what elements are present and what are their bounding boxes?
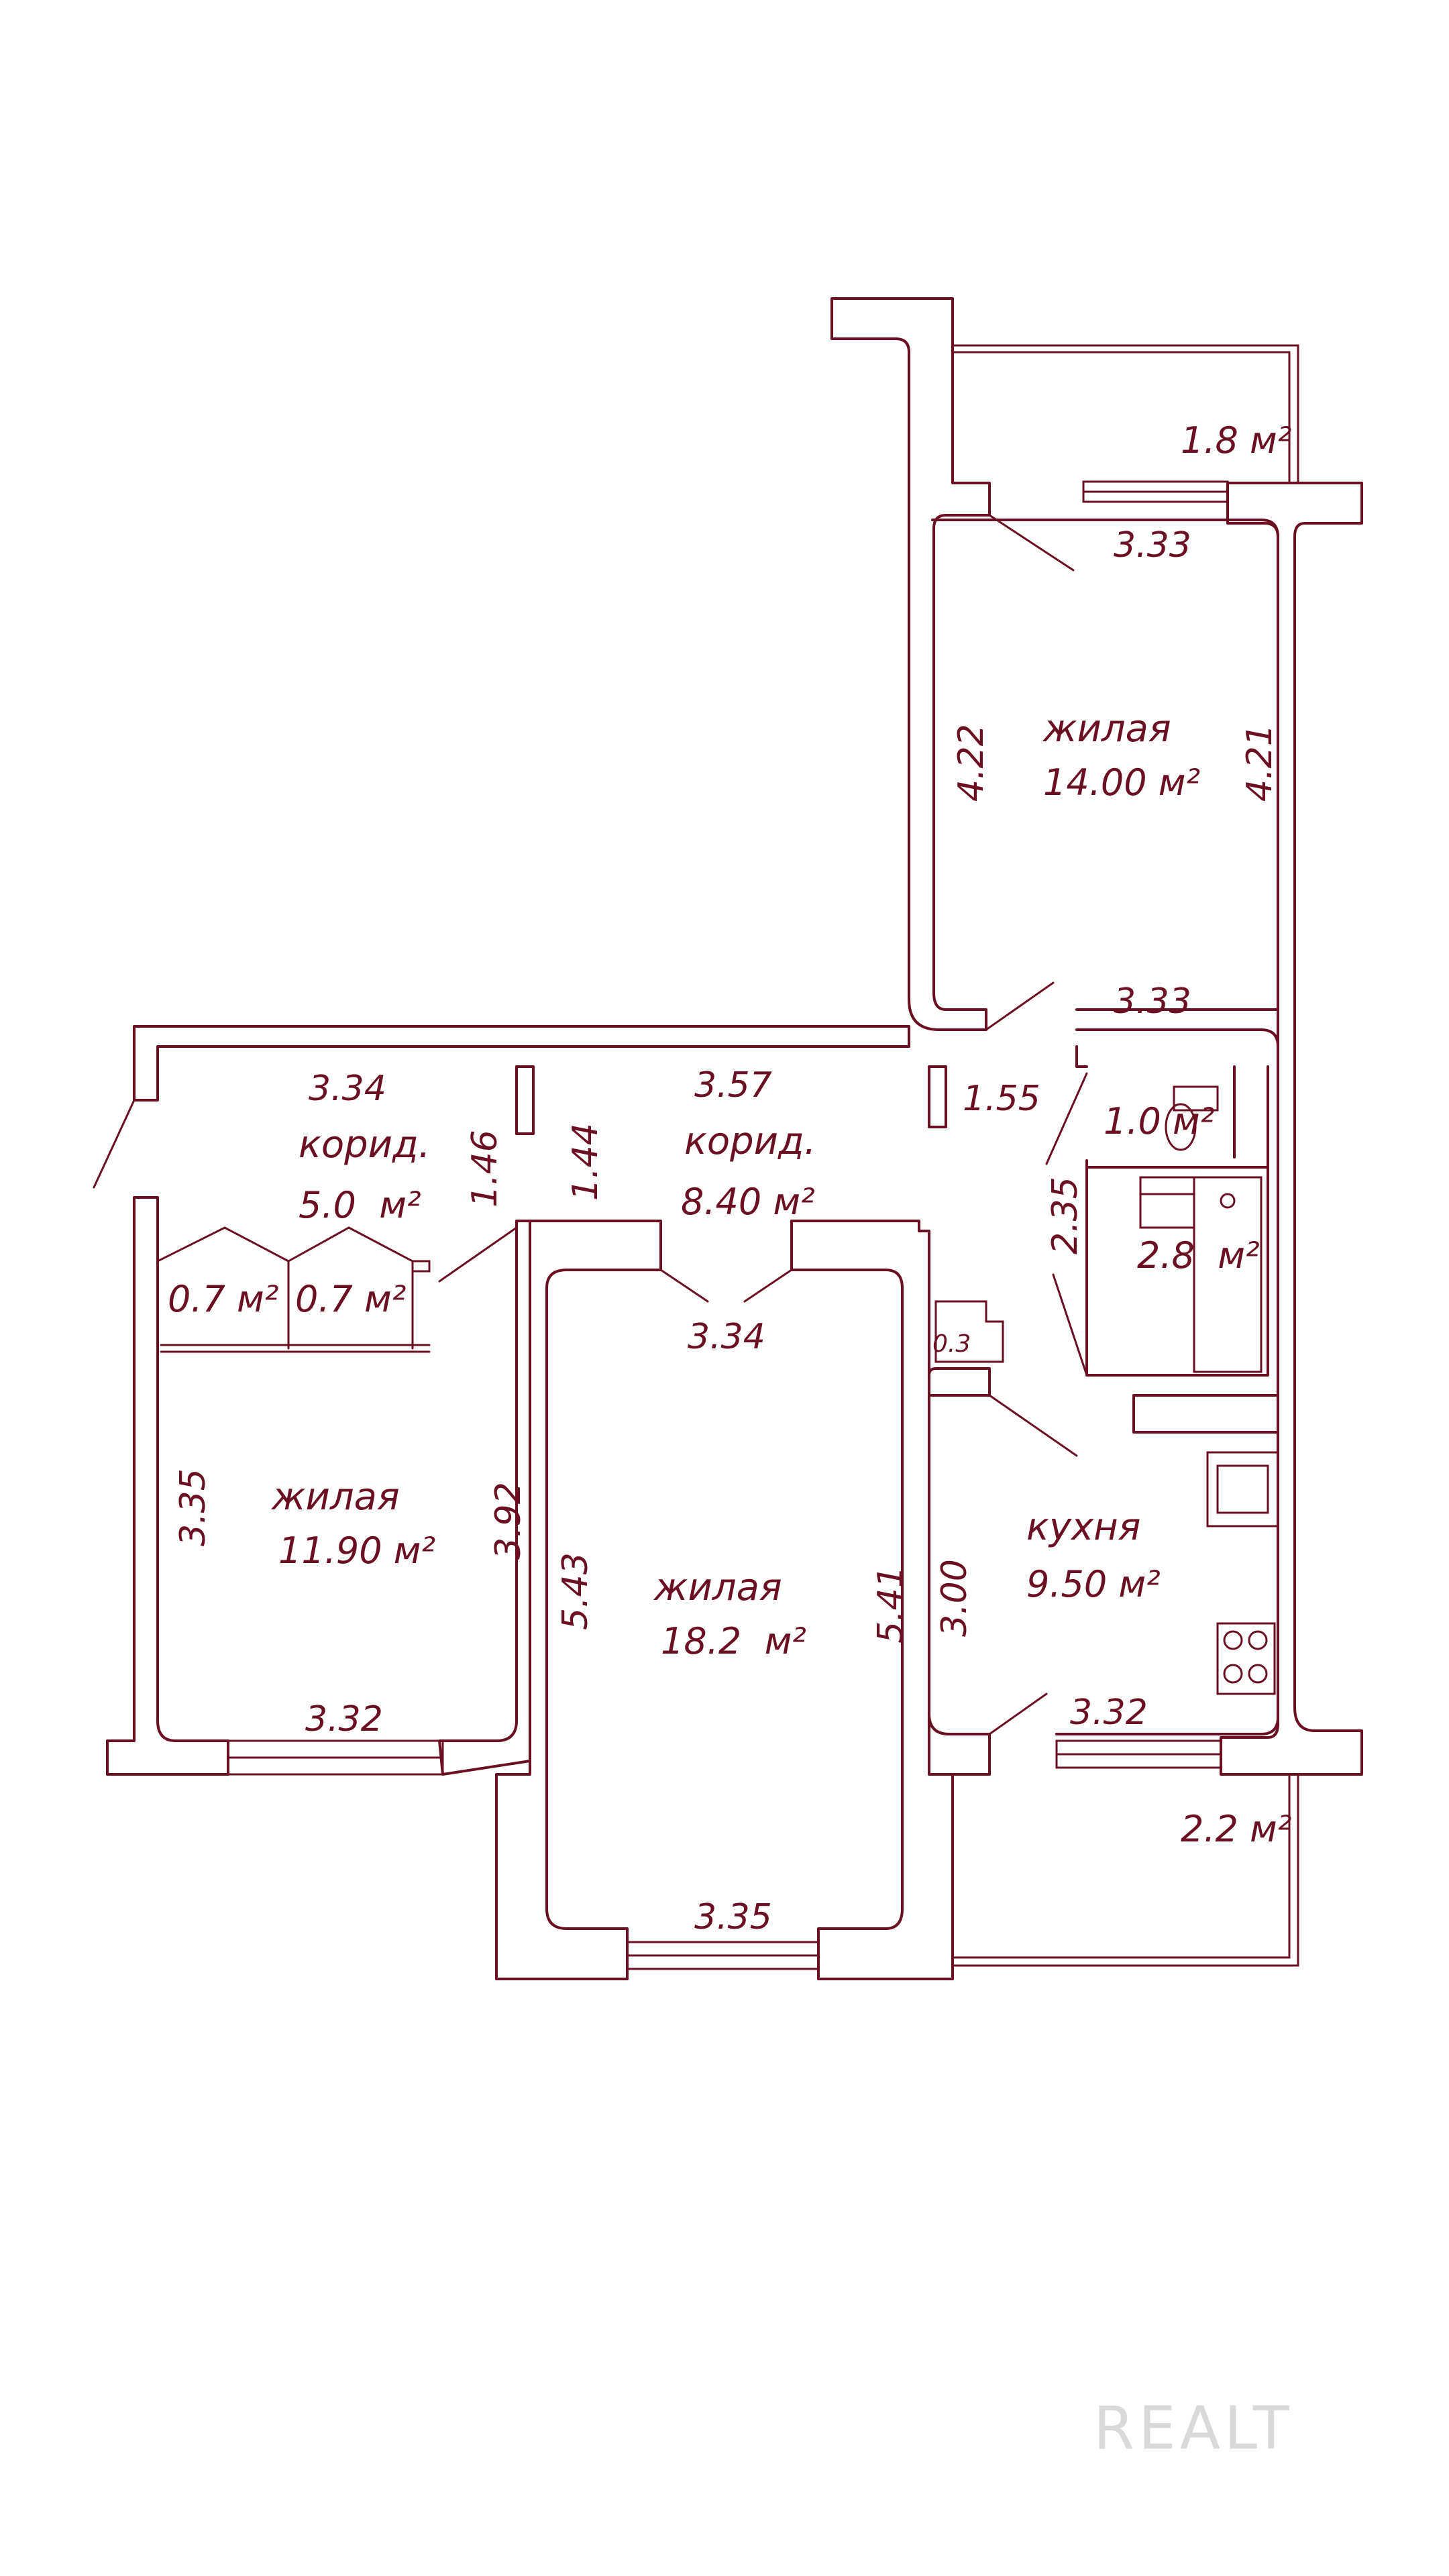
corridor-left-area: 5.0 м² (299, 1184, 421, 1226)
corridor-left-dim-side: 1.46 (465, 1130, 505, 1208)
labels: 1.8 м² 3.33 жилая 14.00 м² 4.22 4.21 3.3… (168, 419, 1291, 1937)
door-kitchen (988, 1394, 1078, 1457)
wall-top-bedroom-left (830, 297, 991, 1031)
toilet-icon (1165, 1085, 1219, 1151)
wall-left-bedroom (106, 1196, 229, 1776)
balcony-bottom-area: 2.2 м² (1181, 1808, 1291, 1850)
wall-corridor-top (133, 1025, 910, 1102)
bedroom-left-dim-bottom: 3.32 (305, 1699, 383, 1739)
wall-kitchen-right (1055, 1716, 1279, 1735)
wall-corridor-divider (515, 1065, 535, 1135)
balcony-top-outline (951, 344, 1299, 484)
closet-doors (156, 1226, 431, 1353)
corridor-mid-dim-top: 3.57 (694, 1065, 772, 1106)
corridor-mid-dim-side: 1.44 (566, 1123, 606, 1201)
wall-bathroom (1075, 1028, 1279, 1434)
living-room-dim-right: 5.41 (871, 1566, 911, 1644)
bedroom-left-name: жилая (270, 1475, 400, 1519)
living-room-dim-bottom: 3.35 (694, 1897, 772, 1937)
corridor-mid-area: 8.40 м² (681, 1181, 815, 1223)
door-top-bedroom (988, 514, 1075, 572)
kitchen-name: кухня (1026, 1505, 1140, 1549)
door-living-right (743, 1269, 793, 1303)
living-room-dim-top: 3.34 (688, 1317, 765, 1357)
bedroom-left-area: 11.90 м² (278, 1529, 435, 1572)
niche-area: 0.3 (932, 1330, 971, 1358)
kitchen-sink-icon (1206, 1451, 1279, 1527)
door-wc (1045, 1072, 1088, 1165)
living-room-name: жилая (653, 1566, 782, 1609)
door-kitchen-balcony (988, 1693, 1048, 1735)
corridor-left-name: корид. (299, 1123, 431, 1167)
bedroom-left-dim-right: 3.92 (488, 1482, 529, 1560)
balcony-top-area: 1.8 м² (1181, 419, 1291, 462)
bedroom-top-name: жилая (1042, 707, 1171, 751)
door-entrance (93, 1099, 136, 1189)
watermark-logo: REALT (1093, 2394, 1293, 2463)
door-living-left (659, 1269, 709, 1303)
corridor-left-dim-top: 3.34 (309, 1069, 386, 1109)
wall-kitchen-bottom (928, 1713, 991, 1776)
door-bathroom (1052, 1273, 1088, 1377)
niche-outline (934, 1300, 1004, 1363)
wall-kitchen (928, 1367, 991, 1397)
kitchen-area: 9.50 м² (1026, 1563, 1161, 1605)
wall-top-bedroom-right (1220, 482, 1363, 1776)
living-room-dim-left: 5.43 (555, 1552, 596, 1630)
bedroom-top-dim-top: 3.33 (1114, 525, 1191, 566)
bedroom-top-dim-bottom: 3.33 (1114, 981, 1191, 1022)
wall-top-bedroom-inner (931, 519, 1279, 1011)
living-room-area: 18.2 м² (661, 1620, 806, 1662)
wall-entrance-pillar (928, 1065, 947, 1128)
corridor-mid-dim-door: 1.55 (963, 1079, 1040, 1119)
wall-bathroom-inner (1075, 1045, 1269, 1377)
wc-area: 1.0 м² (1104, 1100, 1214, 1142)
bedroom-left-dim-left: 3.35 (173, 1468, 213, 1546)
fixtures (1139, 1085, 1279, 1695)
bathtub-icon (1193, 1176, 1263, 1373)
doors (93, 514, 1088, 1735)
corridor-mid-name: корид. (684, 1120, 816, 1163)
kitchen-dim-bottom: 3.32 (1070, 1693, 1148, 1733)
wc-dim: 2.35 (1045, 1177, 1085, 1254)
wall-living-room-right (790, 1220, 954, 1980)
bathroom-area: 2.8 м² (1137, 1234, 1260, 1277)
closet-1-area: 0.7 м² (168, 1278, 278, 1320)
bedroom-top-area: 14.00 м² (1043, 761, 1200, 804)
sink-icon (1139, 1176, 1195, 1229)
door-top-bedroom-exit (985, 981, 1055, 1031)
kitchen-dim-left: 3.00 (934, 1559, 975, 1637)
stove-icon (1216, 1622, 1276, 1695)
balcony-bottom-outline (951, 1773, 1299, 1967)
wall-living-room (495, 1220, 662, 1980)
windows (227, 480, 1229, 1970)
balconies (951, 344, 1299, 1967)
door-left-bedroom (438, 1226, 518, 1283)
closet-2-area: 0.7 м² (295, 1278, 406, 1320)
bedroom-top-dim-right: 4.21 (1240, 724, 1280, 802)
bedroom-top-dim-left: 4.22 (951, 724, 991, 802)
